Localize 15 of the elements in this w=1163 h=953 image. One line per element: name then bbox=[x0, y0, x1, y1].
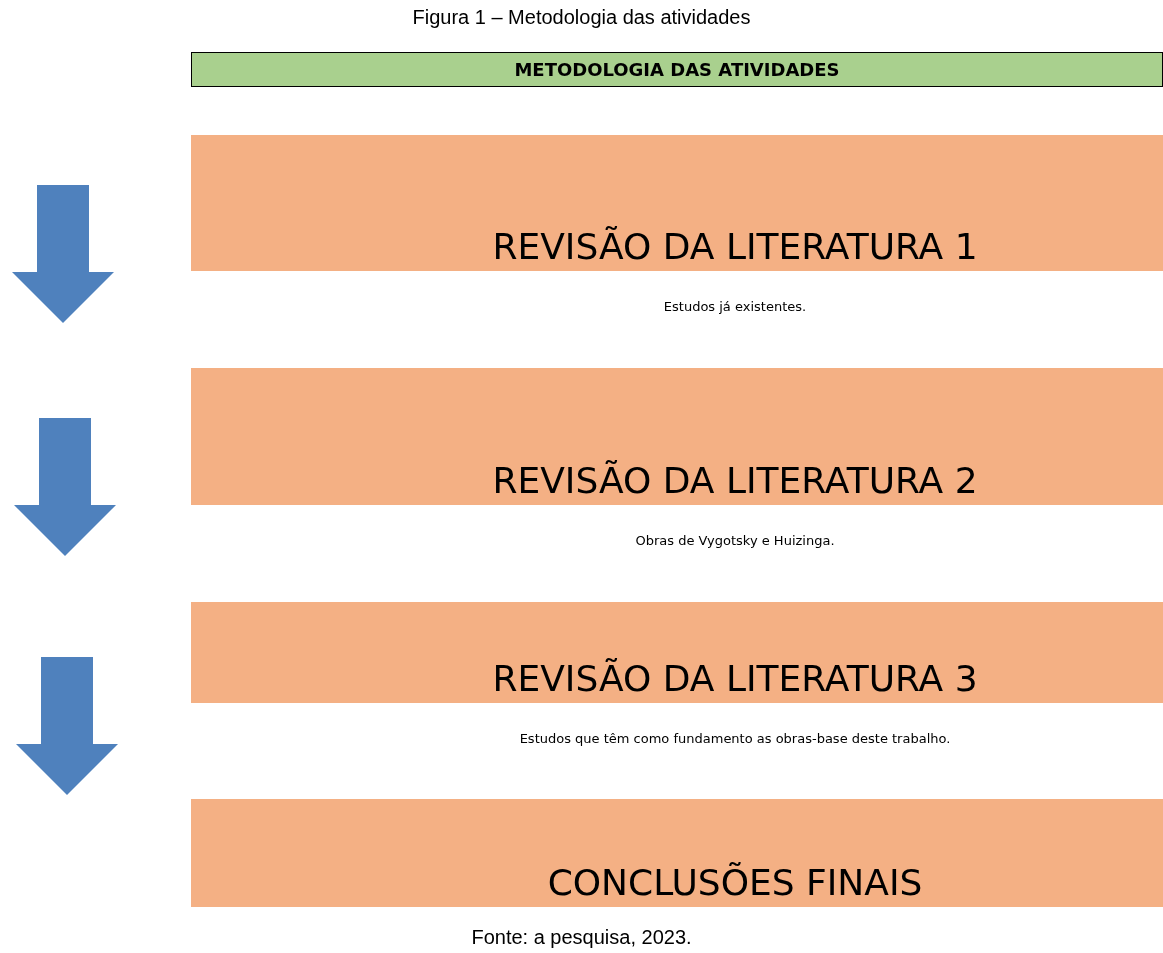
step-box bbox=[191, 135, 1163, 271]
figure-source: Fonte: a pesquisa, 2023. bbox=[470, 926, 693, 949]
step-description: Estudos que têm como fundamento as obras-base deste trabalho. bbox=[518, 731, 952, 746]
step-box bbox=[191, 602, 1163, 703]
header-bar bbox=[191, 52, 1163, 87]
step-description: Estudos já existentes. bbox=[662, 299, 808, 314]
step-title: CONCLUSÕES FINAIS bbox=[547, 862, 923, 903]
header-text: METODOLOGIA DAS ATIVIDADES bbox=[514, 59, 840, 80]
step-title: REVISÃO DA LITERATURA 2 bbox=[492, 460, 978, 501]
step-title: REVISÃO DA LITERATURA 3 bbox=[492, 658, 978, 699]
step-box bbox=[191, 368, 1163, 505]
figure-title: Figura 1 – Metodologia das atividades bbox=[411, 6, 752, 29]
step-description: Obras de Vygotsky e Huizinga. bbox=[634, 533, 836, 548]
step-box bbox=[191, 799, 1163, 907]
step-title: REVISÃO DA LITERATURA 1 bbox=[492, 226, 978, 267]
